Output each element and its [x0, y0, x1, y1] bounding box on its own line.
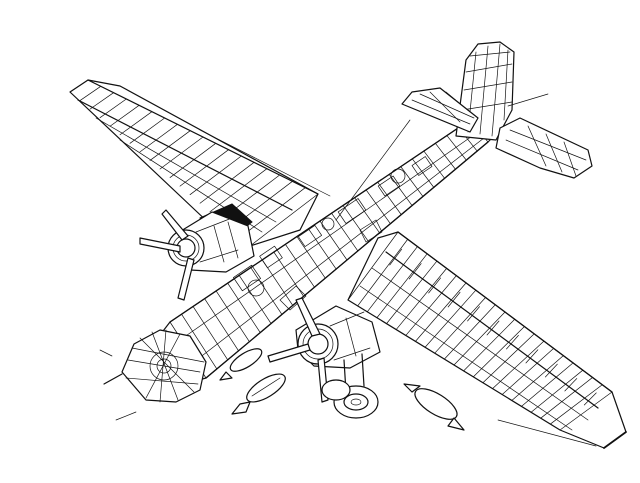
fuselage-frame: [215, 290, 250, 343]
wing-rib: [395, 268, 447, 330]
wing-stringer: [583, 392, 597, 406]
fuselage-frame: [204, 298, 239, 352]
wing-rib: [189, 155, 242, 196]
wing-rib: [129, 117, 166, 144]
main-landing-gear: [321, 353, 379, 419]
fuselage-frame: [411, 158, 435, 188]
fuselage-frame: [377, 181, 402, 215]
bomb: [403, 383, 465, 431]
wing-rib: [530, 369, 584, 413]
wing-stringer: [447, 291, 461, 308]
fuselage-frame: [435, 142, 456, 170]
wing-rib: [239, 187, 306, 238]
wing-rib: [492, 340, 545, 389]
fuselage-frame: [400, 166, 424, 197]
wing-rib: [199, 161, 255, 204]
wing-rib: [501, 348, 554, 395]
wing-stringer: [428, 277, 441, 294]
fuselage-frame: [285, 243, 315, 288]
right-wing: [347, 231, 627, 449]
wing-rib: [463, 318, 516, 372]
wing-rib: [424, 289, 477, 348]
wing-rib: [119, 111, 153, 136]
wing-rib: [209, 168, 268, 213]
fuselage-frame: [331, 212, 359, 252]
wing-rib: [559, 391, 613, 431]
fuselage: [149, 115, 503, 387]
wing-rib: [109, 104, 140, 127]
fuselage-frame: [308, 228, 337, 270]
wing-rib: [472, 326, 525, 378]
wing-rib: [415, 282, 467, 342]
bombs: [219, 348, 465, 431]
fuselage-frame: [354, 197, 380, 234]
wing-stringer: [467, 306, 480, 322]
fuselage-frame: [296, 236, 326, 279]
fuselage-frame: [227, 282, 261, 333]
fuselage-frame: [238, 275, 272, 324]
wing-rib: [444, 304, 496, 360]
bomb: [231, 373, 286, 415]
wing-rib: [169, 142, 217, 178]
glazed-nose: [99, 329, 207, 403]
fuselage-frame: [365, 189, 391, 225]
wing-rib: [357, 238, 409, 307]
fuselage-frame: [181, 313, 218, 370]
wing-rib: [79, 85, 102, 101]
wing-rib: [386, 260, 438, 324]
fuselage-frame: [319, 220, 348, 261]
wing-rib: [540, 377, 593, 419]
wing-rib: [366, 246, 418, 313]
wing-rib: [139, 123, 178, 153]
fuselage-frame: [342, 205, 370, 243]
wing-rib: [376, 253, 428, 319]
fuselage-frame: [250, 267, 283, 315]
wing-rib: [179, 149, 229, 187]
right-engine-propeller: [267, 297, 381, 403]
horizontal-stabilizer: [401, 87, 593, 179]
wing-rib: [550, 384, 603, 425]
wing-rib: [453, 311, 506, 366]
left-engine-propeller: [139, 209, 255, 301]
bomb: [219, 348, 263, 381]
fuselage-frame: [388, 174, 413, 206]
wing-rib: [99, 98, 127, 119]
wing-rib: [511, 355, 564, 401]
wing-rib: [347, 231, 399, 301]
wing-rib: [69, 79, 89, 93]
wing-rib: [89, 92, 114, 110]
wing-rib: [249, 193, 319, 247]
wing-stringer: [525, 349, 539, 364]
fuselage-frame: [446, 135, 467, 161]
radio-antenna-wires: [115, 93, 597, 447]
wing-rib: [482, 333, 535, 384]
wing-stringer: [564, 378, 578, 392]
wing-rib: [159, 136, 204, 170]
wing-stringer: [408, 263, 422, 280]
wing-stringer: [389, 248, 403, 266]
wing-rib: [521, 362, 574, 407]
wing-stringer: [486, 320, 500, 336]
wing-stringer: [545, 363, 558, 378]
fuselage-frame: [423, 150, 445, 179]
wing-rib: [149, 130, 191, 161]
wing-rib: [434, 297, 486, 354]
fuselage-frame: [192, 306, 229, 361]
wing-stringer: [506, 335, 519, 350]
wing-rib: [405, 275, 457, 336]
left-wing: [69, 79, 319, 247]
